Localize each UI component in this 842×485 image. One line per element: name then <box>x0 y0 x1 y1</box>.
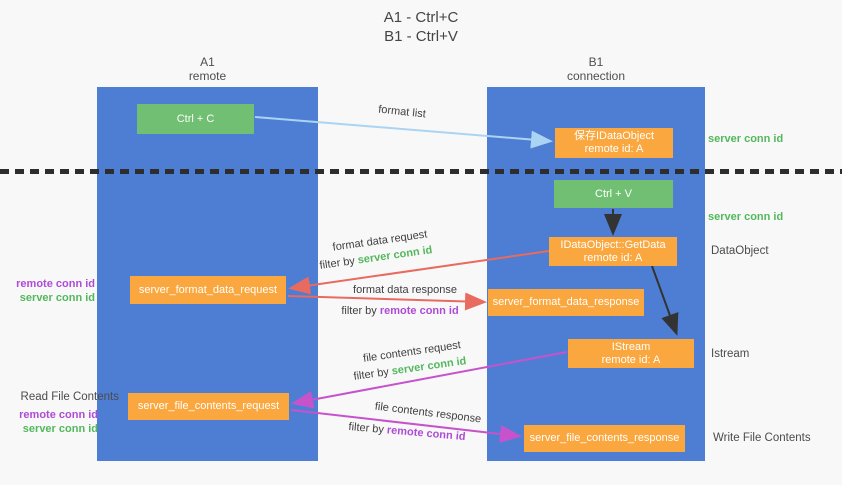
format-list-label: format list <box>377 103 427 121</box>
copy-paste-separator-line <box>0 169 842 174</box>
dataobject-label: DataObject <box>711 245 769 257</box>
file-contents-response-label: file contents response <box>374 400 482 426</box>
server-format-data-request-box: server_format_data_request <box>130 276 286 304</box>
filter-by-remote-conn-id-label-2: filter by remote conn id <box>348 421 466 443</box>
column-b1-name: B1 <box>588 55 604 69</box>
column-header-a1: A1 remote <box>97 55 318 83</box>
write-file-contents-label: Write File Contents <box>713 432 811 444</box>
server-format-data-response-label: server_format_data_response <box>492 296 640 308</box>
istream-line2: remote id: A <box>601 353 661 366</box>
filter4-value: remote conn id <box>386 424 466 444</box>
filter3-prefix: filter by <box>352 365 393 383</box>
filter1-prefix: filter by <box>318 254 359 272</box>
save-dataobject-line2: remote id: A <box>584 143 644 155</box>
server-conn-id-right-label-1: server conn id <box>708 133 784 145</box>
istream-line1: IStream <box>611 340 651 353</box>
column-b1-role: connection <box>566 69 626 83</box>
remote-conn-id-left-label-1: remote conn id <box>16 278 95 290</box>
filter2-value: remote conn id <box>379 305 459 317</box>
title-line-2: B1 - Ctrl+V <box>384 28 458 45</box>
server-file-contents-request-box: server_file_contents_request <box>128 393 289 420</box>
filter2-prefix: filter by <box>341 305 380 317</box>
getdata-line1: IDataObject::GetData <box>560 238 666 251</box>
server-format-data-request-label: server_format_data_request <box>138 283 278 296</box>
ctrl-c-label: Ctrl + C <box>176 112 215 125</box>
column-a1-name: A1 <box>200 55 215 69</box>
save-dataobject-box: 保存IDataObject remote id: A <box>555 128 673 158</box>
server-file-contents-request-label: server_file_contents_request <box>137 400 280 412</box>
format-data-response-label: format data response <box>353 284 457 296</box>
getdata-box: IDataObject::GetData remote id: A <box>549 237 677 266</box>
ctrl-v-box: Ctrl + V <box>554 180 673 208</box>
column-a1-role: remote <box>188 69 227 83</box>
getdata-line2: remote id: A <box>583 251 643 264</box>
save-dataobject-line1: 保存IDataObject <box>573 130 655 142</box>
server-file-contents-response-label: server_file_contents_response <box>529 432 680 444</box>
diagram-title: A1 - Ctrl+C B1 - Ctrl+V <box>0 8 842 46</box>
column-header-b1: B1 connection <box>487 55 705 83</box>
server-conn-id-left-label-2: server conn id <box>22 423 98 435</box>
filter-by-remote-conn-id-label-1: filter by remote conn id <box>341 305 458 317</box>
istream-box: IStream remote id: A <box>568 339 694 368</box>
ctrl-c-box: Ctrl + C <box>137 104 254 134</box>
ctrl-v-label: Ctrl + V <box>595 187 632 200</box>
server-conn-id-left-label-1: server conn id <box>19 292 95 304</box>
server-file-contents-response-box: server_file_contents_response <box>524 425 685 452</box>
istream-side-label: Istream <box>711 348 750 360</box>
remote-conn-id-left-label-2: remote conn id <box>19 409 98 421</box>
read-file-contents-label: Read File Contents <box>20 391 119 403</box>
server-conn-id-right-label-2: server conn id <box>708 211 784 223</box>
filter4-prefix: filter by <box>348 420 388 437</box>
server-format-data-response-box: server_format_data_response <box>488 289 644 316</box>
title-line-1: A1 - Ctrl+C <box>383 9 459 26</box>
